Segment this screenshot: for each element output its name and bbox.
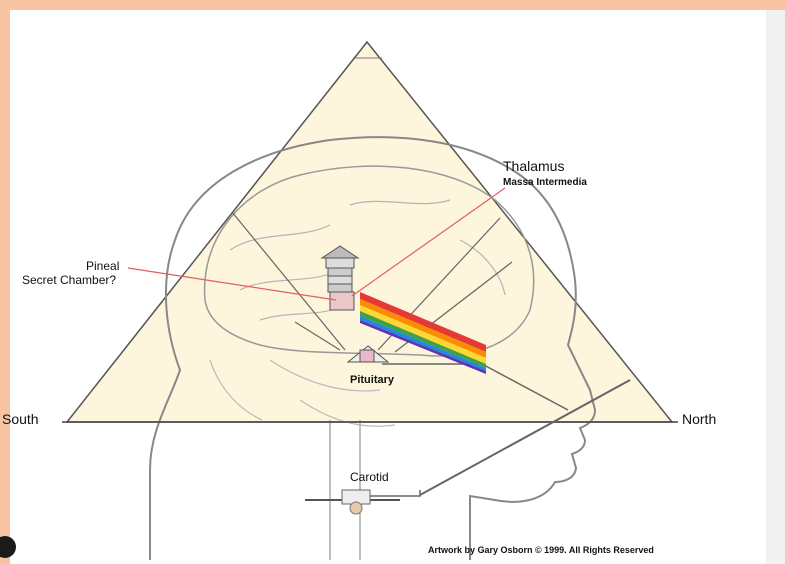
- pituitary-label: Pituitary: [350, 374, 394, 386]
- pineal-label: Pineal: [86, 259, 119, 273]
- credit-label: Artwork by Gary Osborn © 1999. All Right…: [428, 545, 654, 555]
- carotid-label: Carotid: [350, 470, 389, 484]
- secret-chamber-label: Secret Chamber?: [22, 273, 116, 287]
- north-label: North: [682, 411, 716, 427]
- thalamus-label: Thalamus: [503, 158, 564, 174]
- pyramid: [67, 42, 672, 422]
- massa-intermedia-label: Massa Intermedia: [503, 177, 587, 188]
- carotid-structure: [342, 490, 370, 514]
- south-label: South: [2, 411, 39, 427]
